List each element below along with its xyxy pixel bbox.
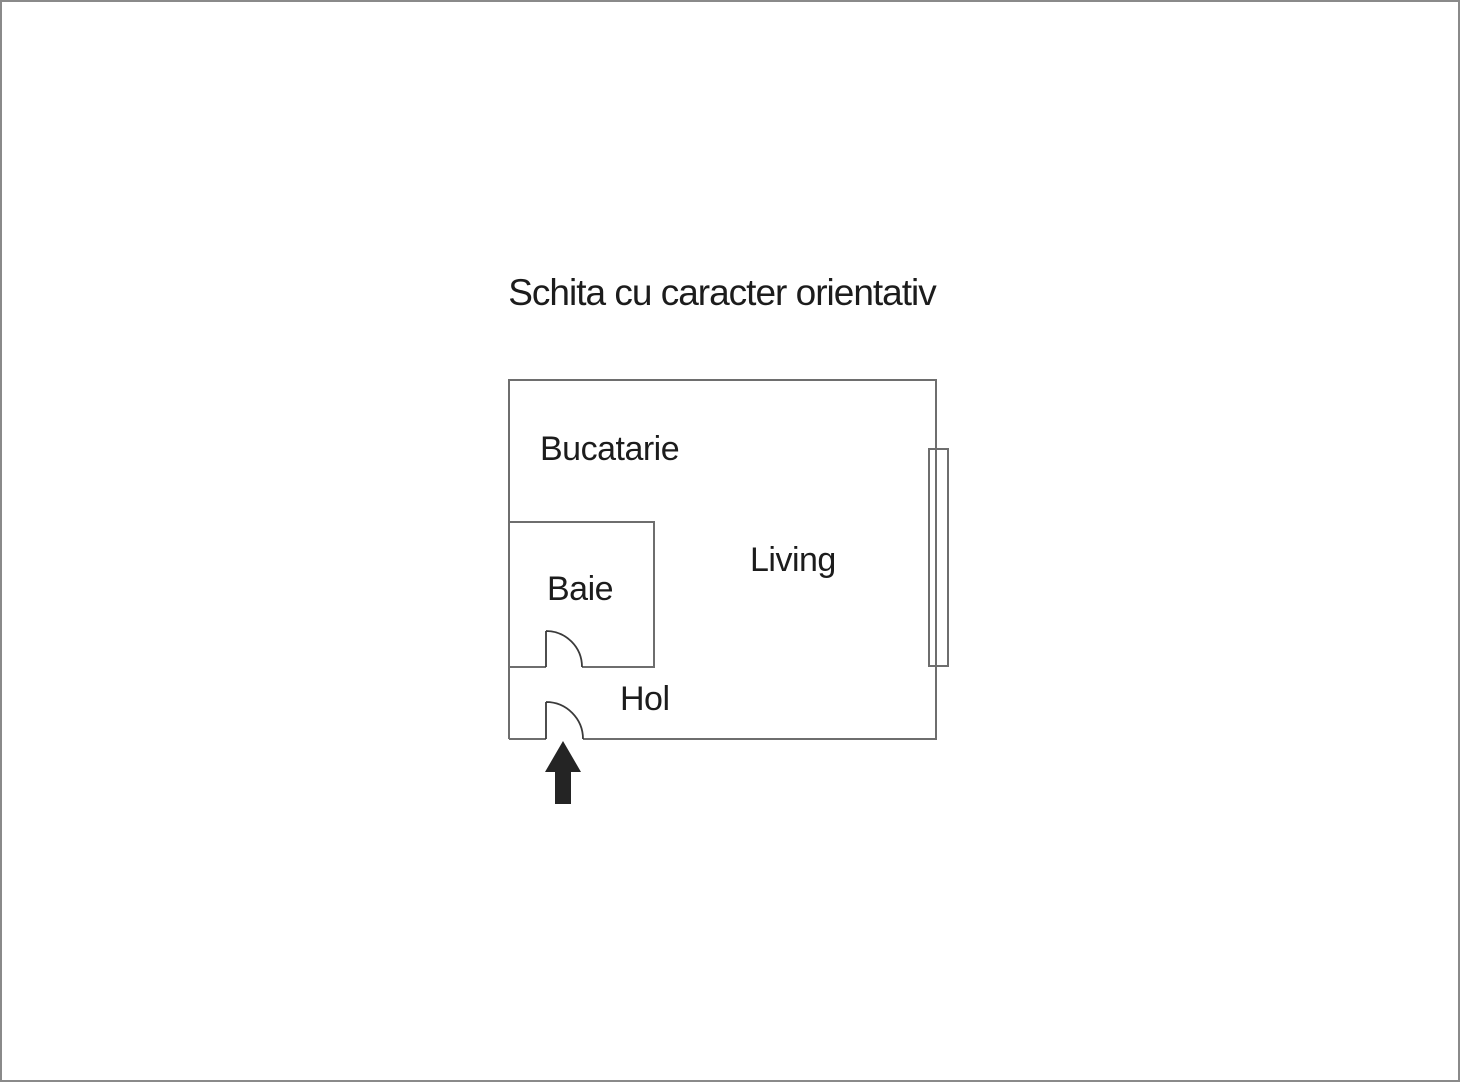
plan-title: Schita cu caracter orientativ <box>508 272 937 313</box>
room-label-living: Living <box>750 541 836 579</box>
room-label-baie: Baie <box>547 570 614 608</box>
room-label-hol: Hol <box>620 680 670 718</box>
baie-walls <box>509 521 655 668</box>
room-label-bucatarie: Bucatarie <box>540 430 680 468</box>
outer-walls <box>508 379 937 740</box>
entrance-door-icon <box>545 701 584 740</box>
window-icon <box>928 448 949 667</box>
baie-door-icon <box>545 630 583 668</box>
entrance-arrow-icon <box>545 741 581 804</box>
